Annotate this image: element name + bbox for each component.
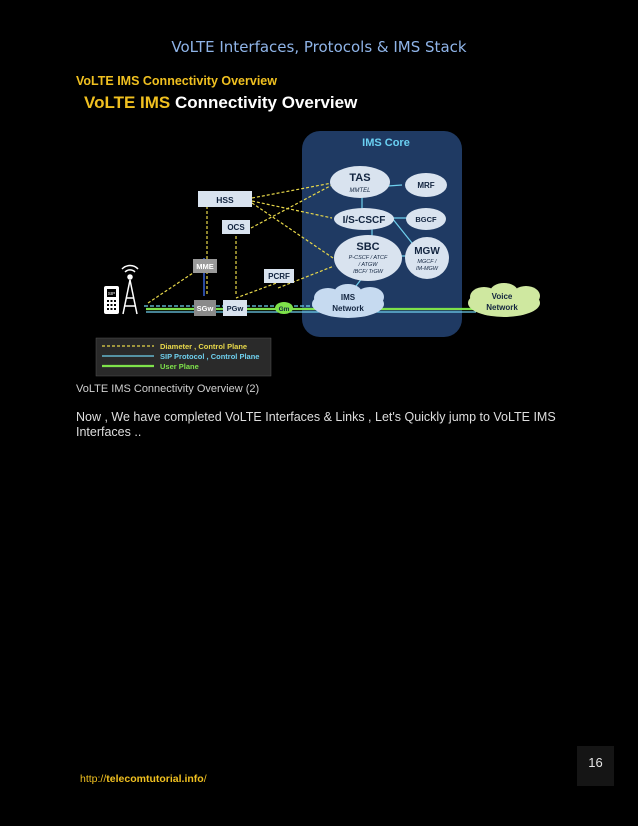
sbc-label: SBC: [356, 241, 379, 253]
voice-network-cloud: [468, 283, 540, 317]
pcrf-label: PCRF: [268, 272, 290, 281]
figure-caption: VoLTE IMS Connectivity Overview (2): [76, 383, 260, 395]
mrf-label: MRF: [417, 181, 434, 190]
mme-label: MME: [196, 262, 214, 271]
sbc-sublabel-3: IBCF/ TrGW: [353, 269, 384, 275]
sgw-node: [194, 300, 216, 316]
sbc-node: [334, 235, 402, 281]
mgw-sublabel-2: IM-MGW: [416, 266, 439, 272]
ims-connectivity-diagram: VoLTE IMS Connectivity Overview IMS Core: [76, 88, 562, 380]
cscf-node: [334, 208, 394, 230]
ims-network-cloud: [312, 284, 384, 318]
ims-core-label: IMS Core: [362, 137, 410, 149]
bgcf-node: [406, 208, 446, 230]
sip-phone-label: SIP: [108, 291, 115, 296]
legend-diameter-label: Diameter , Control Plane: [160, 342, 247, 351]
section-heading: VoLTE IMS Connectivity Overview: [76, 74, 277, 88]
tas-sublabel: MMTEL: [350, 188, 371, 194]
footer-link-prefix: http://: [80, 773, 107, 785]
legend-user-label: User Plane: [160, 362, 199, 371]
voice-network-label-1: Voice: [492, 292, 513, 301]
pcrf-node: [264, 269, 294, 283]
antenna-tower-icon: [121, 264, 139, 315]
body-paragraph: Now , We have completed VoLTE Interfaces…: [76, 410, 556, 439]
footer-link-suffix: /: [203, 773, 207, 785]
footer-link[interactable]: http://telecomtutorial.info/: [80, 773, 207, 785]
legend-sip-label: SIP Protocol , Control Plane: [160, 352, 259, 361]
footer-link-domain: telecomtutorial.info: [106, 773, 204, 785]
ims-network-label-1: IMS: [341, 293, 356, 302]
sbc-sublabel-1: P-CSCF / ATCF: [349, 255, 388, 261]
mgw-label: MGW: [414, 246, 440, 257]
legend-box: [95, 337, 272, 377]
pgw-label: PGw: [227, 304, 244, 313]
mrf-node: [405, 173, 447, 197]
tas-label: TAS: [349, 172, 370, 184]
tas-node: [330, 166, 390, 198]
mgw-sublabel-1: MGCF /: [417, 259, 437, 265]
page-number: 16: [577, 746, 614, 786]
sgw-label: SGw: [197, 304, 214, 313]
gm-label: Gm: [279, 306, 290, 313]
diameter-links: [147, 182, 335, 304]
mgw-node: [405, 237, 449, 279]
pgw-node: [223, 300, 247, 316]
ims-network-label-2: Network: [332, 304, 364, 313]
running-header: VoLTE Interfaces, Protocols & IMS Stack: [171, 38, 467, 56]
cscf-label: I/S-CSCF: [343, 215, 386, 226]
mme-node: [193, 259, 217, 273]
hss-node: [198, 191, 252, 207]
ocs-label: OCS: [227, 223, 245, 232]
voice-network-label-2: Network: [486, 303, 518, 312]
sip-phone-icon: [104, 286, 119, 314]
hss-label: HSS: [216, 195, 234, 205]
ocs-node: [222, 220, 250, 234]
gm-node: [275, 302, 293, 314]
sbc-sublabel-2: / ATGW: [358, 262, 379, 268]
bgcf-label: BGCF: [415, 215, 437, 224]
figure-title: VoLTE IMS Connectivity Overview: [84, 93, 358, 112]
